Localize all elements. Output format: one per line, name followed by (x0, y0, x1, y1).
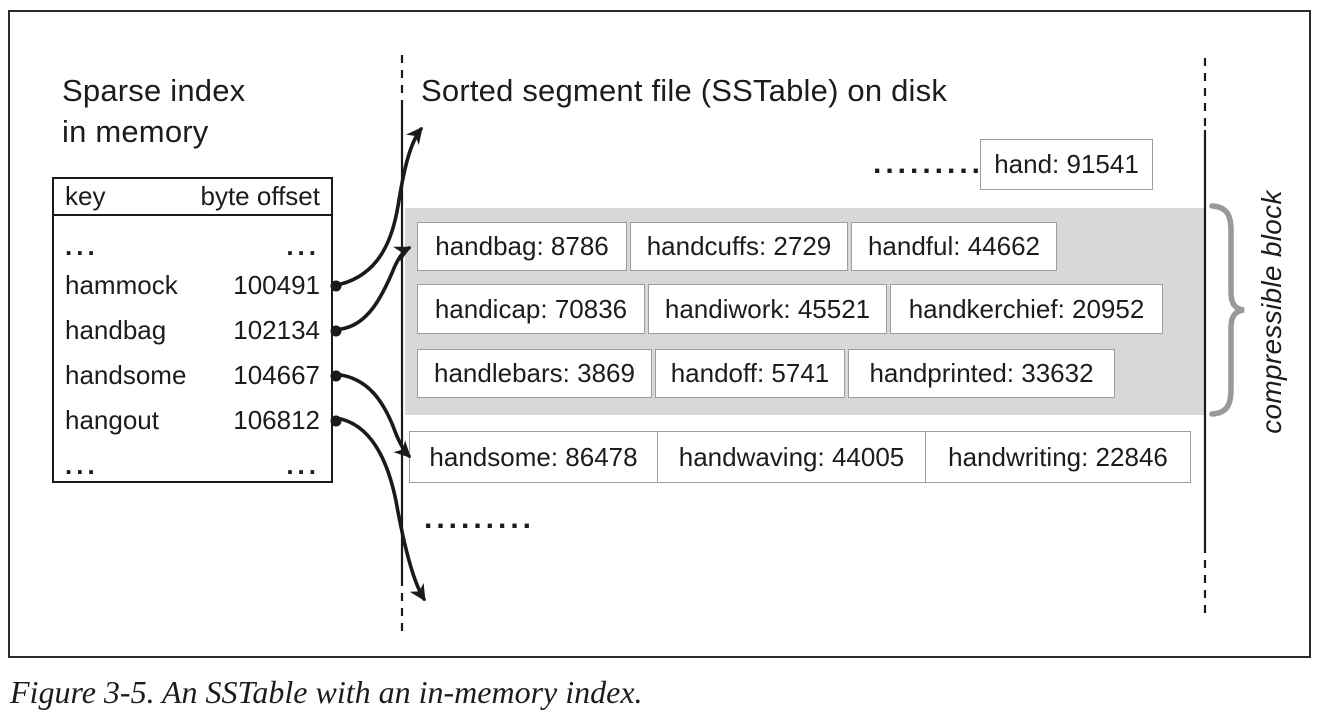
table-row-hammock: hammock 100491 (54, 270, 331, 300)
table-row-ellipsis-top: ... ... (54, 231, 331, 261)
entry-handicap: handicap: 70836 (417, 284, 645, 334)
cell-key: ... (65, 449, 99, 480)
figure-caption: Figure 3-5. An SSTable with an in-memory… (10, 674, 643, 710)
entry-handlebars: handlebars: 3869 (417, 349, 652, 398)
cell-key: handbag (65, 314, 167, 345)
entry-handwriting: handwriting: 22846 (925, 431, 1191, 483)
table-row-handsome: handsome 104667 (54, 360, 331, 390)
entry-handoff: handoff: 5741 (655, 349, 845, 398)
memory-index-title-line2: in memory (62, 114, 209, 149)
entry-handbag: handbag: 8786 (417, 222, 627, 271)
column-header-key: key (65, 181, 106, 211)
table-row-hangout: hangout 106812 (54, 405, 331, 435)
table-row-handbag: handbag 102134 (54, 315, 331, 345)
compressible-block-label: compressible block (1256, 190, 1287, 434)
sparse-index-header-row: key byte offset (54, 179, 331, 216)
cell-offset: ... (286, 449, 320, 480)
table-row-ellipsis-bottom: ... ... (54, 450, 331, 480)
segment-ellipsis-top: ......... (873, 147, 985, 180)
cell-offset: 102134 (233, 314, 320, 345)
cell-key: hangout (65, 404, 159, 435)
segment-ellipsis-bottom: ......... (424, 502, 536, 535)
memory-index-title-line1: Sparse index (62, 73, 246, 108)
cell-offset: 100491 (233, 269, 320, 300)
column-header-byte-offset: byte offset (200, 181, 321, 211)
cell-key: hammock (65, 269, 178, 300)
sparse-index-table: key byte offset ... ... hammock 100491 h… (52, 177, 333, 483)
entry-handsome: handsome: 86478 (409, 431, 658, 483)
diagram-frame (8, 10, 1311, 658)
entry-handiwork: handiwork: 45521 (648, 284, 887, 334)
cell-offset: ... (286, 230, 320, 261)
entry-hand: hand: 91541 (980, 139, 1153, 190)
sstable-title: Sorted segment file (SSTable) on disk (421, 73, 948, 108)
entry-handprinted: handprinted: 33632 (848, 349, 1115, 398)
cell-offset: 106812 (233, 404, 320, 435)
entry-handwaving: handwaving: 44005 (656, 431, 927, 483)
cell-key: ... (65, 230, 99, 261)
memory-index-title: Sparse index in memory (62, 70, 245, 152)
entry-handkerchief: handkerchief: 20952 (890, 284, 1163, 334)
cell-key: handsome (65, 359, 187, 390)
cell-offset: 104667 (233, 359, 320, 390)
entry-handcuffs: handcuffs: 2729 (630, 222, 848, 271)
entry-handful: handful: 44662 (851, 222, 1057, 271)
